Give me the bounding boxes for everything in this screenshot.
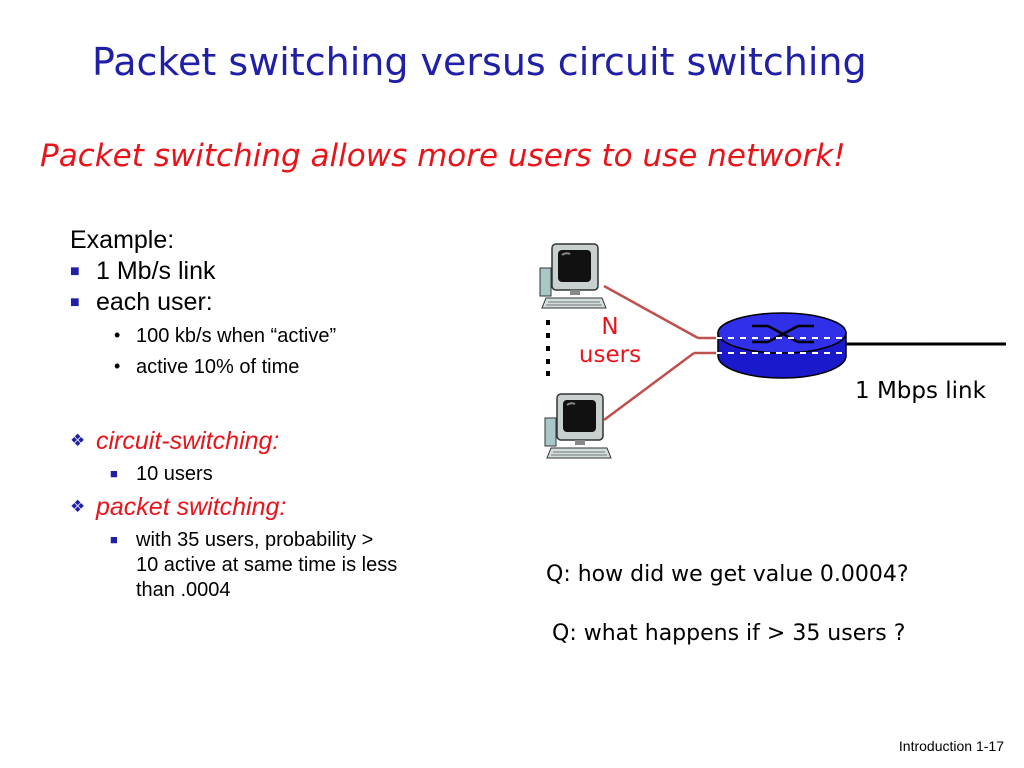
sub-bullet-item: ■ with 35 users, probability > 10 active… — [110, 528, 510, 603]
square-bullet-icon: ■ — [70, 294, 80, 311]
computer-icon-bottom — [544, 393, 612, 459]
circuit-heading-item: ❖ circuit-switching: — [70, 427, 510, 456]
packet-item: with 35 users, probability > 10 active a… — [136, 528, 397, 603]
link-line-bottom — [603, 351, 695, 422]
router-icon — [717, 312, 847, 379]
packet-item-line: 10 active at same time is less — [136, 554, 398, 576]
arrowhead-bottom — [921, 348, 932, 358]
dot-bullet-icon: • — [114, 325, 121, 345]
square-bullet-icon: ■ — [70, 263, 80, 280]
sub-bullet-active-rate: 100 kb/s when “active” — [136, 325, 337, 347]
n-label: N — [601, 314, 619, 340]
square-bullet-icon: ■ — [110, 532, 118, 547]
packet-heading: packet switching: — [96, 493, 287, 521]
computer-icon-top — [539, 243, 607, 309]
sub-bullet-item: ■ 10 users — [110, 462, 510, 487]
packet-item-line: with 35 users, probability > — [136, 529, 374, 551]
users-label: users — [578, 341, 642, 368]
bullet-item: ■ 1 Mb/s link — [70, 257, 510, 286]
ellipsis-dots — [546, 320, 550, 376]
bullet-item: ■ each user: — [70, 288, 510, 317]
square-bullet-icon: ■ — [110, 466, 118, 481]
example-label: Example: — [70, 226, 175, 254]
diamond-bullet-icon: ❖ — [70, 431, 86, 450]
arrowhead-top — [921, 333, 932, 343]
question-one: Q: how did we get value 0.0004? — [546, 562, 909, 587]
circuit-item: 10 users — [136, 463, 213, 485]
diamond-bullet-icon: ❖ — [70, 497, 86, 516]
bullet-text-user: each user: — [96, 288, 213, 316]
dot-bullet-icon: • — [114, 356, 121, 376]
example-content: Example: ■ 1 Mb/s link ■ each user: • 10… — [70, 226, 510, 603]
link-capacity-label: 1 Mbps link — [855, 378, 986, 404]
circuit-heading: circuit-switching: — [96, 427, 280, 455]
bullet-text-link: 1 Mb/s link — [96, 257, 216, 285]
packet-heading-item: ❖ packet switching: — [70, 493, 510, 522]
slide-footer: Introduction 1-17 — [898, 738, 1004, 754]
question-two: Q: what happens if > 35 users ? — [552, 621, 906, 646]
link-line-top — [603, 284, 699, 340]
slide-subtitle: Packet switching allows more users to us… — [40, 138, 846, 174]
sub-bullet-active-time: active 10% of time — [136, 356, 300, 378]
slide-title: Packet switching versus circuit switchin… — [92, 40, 867, 84]
n-users-label: N users — [572, 314, 648, 369]
sub-bullet-item: • 100 kb/s when “active” — [114, 325, 510, 348]
packet-item-line: than .0004 — [136, 579, 231, 601]
sub-bullet-item: • active 10% of time — [114, 356, 510, 379]
packet-arrows — [716, 337, 922, 354]
